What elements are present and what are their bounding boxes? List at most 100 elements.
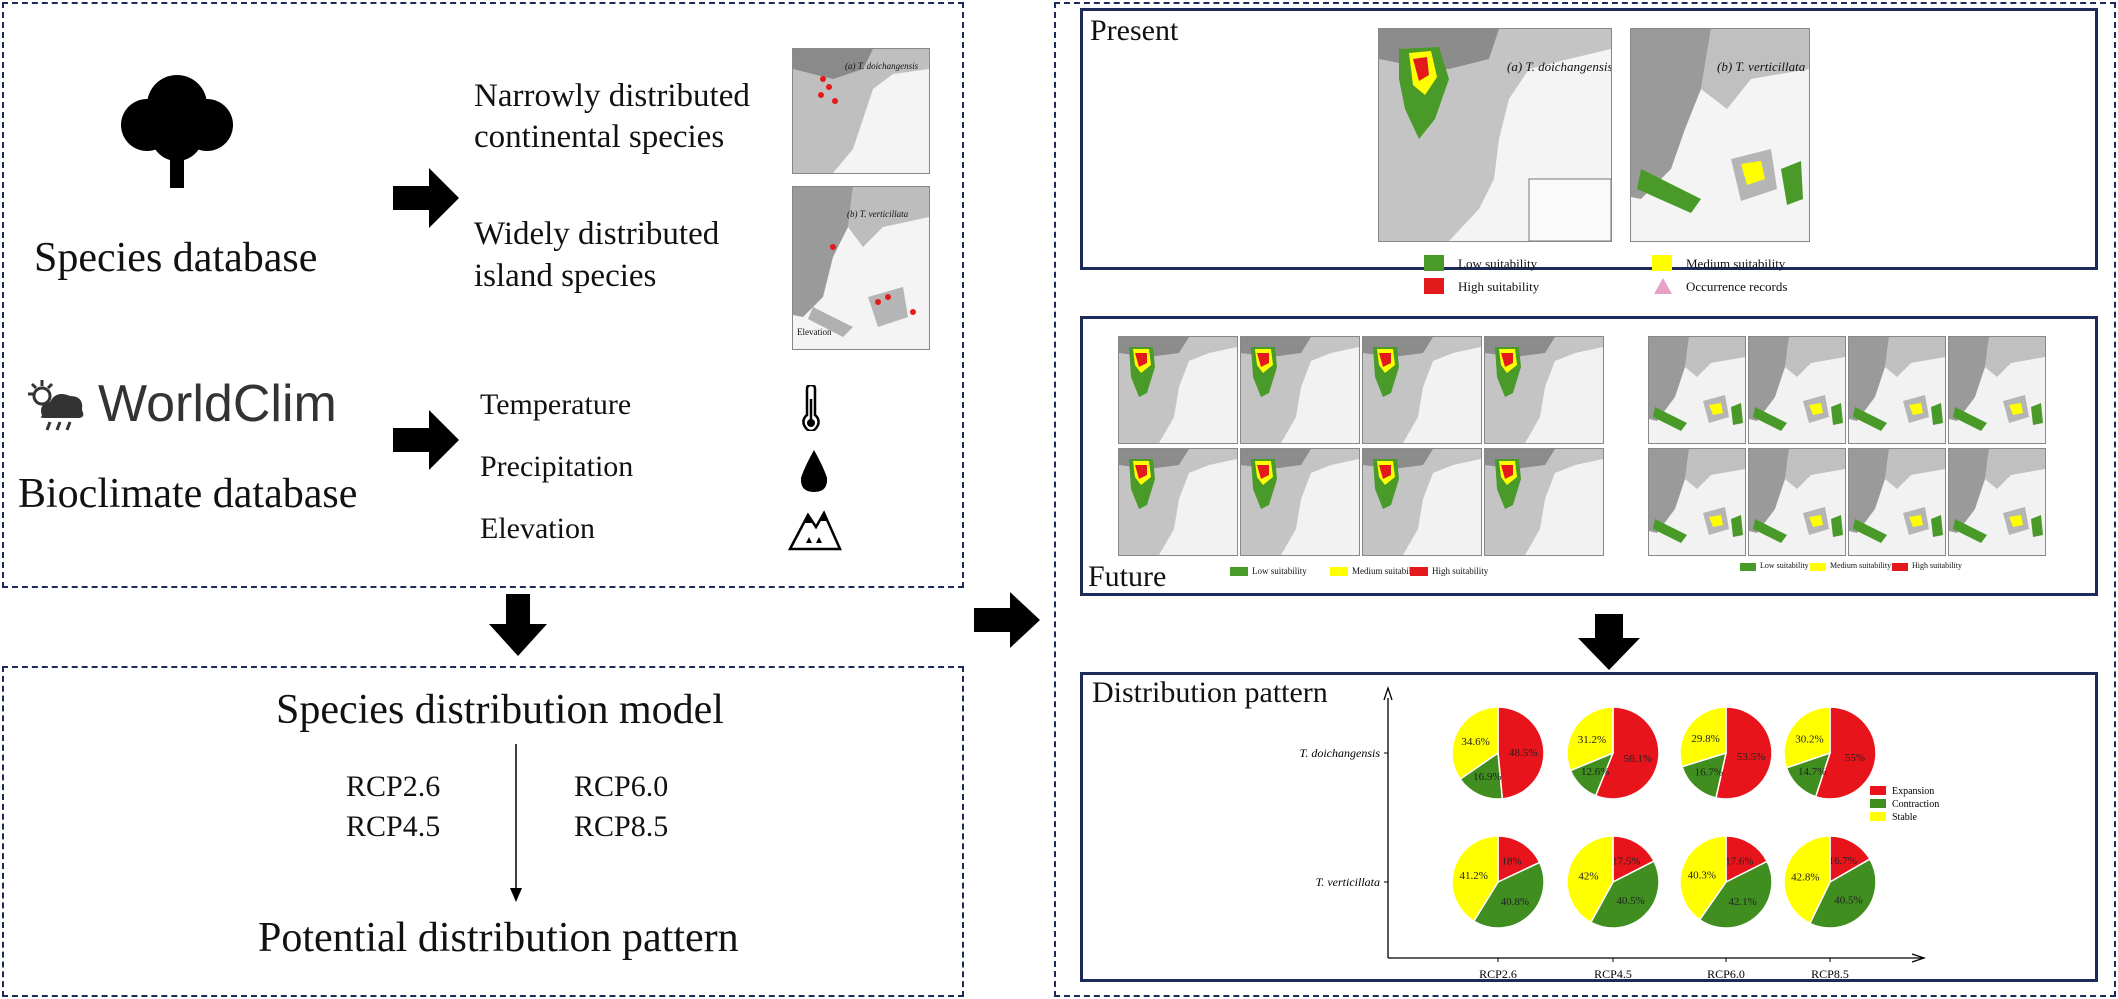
narrow-species-label-2: continental species [474,119,725,155]
future-map-thumbnail [1948,336,2046,444]
model-arrow-icon [510,744,522,902]
weather-icon [28,380,84,431]
data-sources-panel [2,2,964,588]
pie-slice-label: 18% [1501,856,1521,868]
pie-slice-label: 40.8% [1501,896,1529,908]
legend-swatch-high [1424,278,1444,294]
pie-slice-stable [1566,706,1614,772]
scenario-rcp60: RCP6.0 [574,770,669,803]
pie-slice-expansion [1725,835,1769,884]
map-a-caption: (a) T. doichangensis [845,61,919,71]
column-label: RCP6.0 [1707,967,1745,981]
pie-slice-stable [1679,835,1727,921]
results-panel [1054,2,2116,997]
future-map-thumbnail [1362,336,1482,444]
future-map-thumbnail [1240,336,1360,444]
pie-slice-label: 40.5% [1616,895,1644,907]
future-legend-swatch-low [1230,567,1248,576]
future-map-thumbnail [1848,448,1946,556]
tree-icon [121,75,233,188]
pie-slice-contraction [1472,861,1545,929]
future-legend-low-b: Low suitability [1760,561,1809,570]
pie-legend-label: Stable [1892,812,1918,823]
pie-slice-contraction [1459,751,1504,800]
future-legend-low: Low suitability [1252,566,1307,576]
narrow-species-label-1: Narrowly distributed [474,78,750,114]
column-label: RCP2.6 [1479,967,1517,981]
pie-slice-label: 42% [1578,871,1598,883]
map-thumbnail-b: (b) T. verticillata Elevation [792,186,930,350]
future-map-thumbnail [1118,448,1238,556]
pie-slice-label: 55% [1845,752,1865,764]
future-panel [1080,316,2098,596]
pie-slice-label: 16.7% [1695,767,1723,779]
pie-slice-label: 17.5% [1612,855,1640,867]
arrow-down-icon [489,594,547,656]
mountain-icon [788,510,842,551]
pie-slice-label: 30.2% [1795,733,1823,745]
pie-slice-label: 16.7% [1828,855,1856,867]
factor-elevation: Elevation [480,512,595,545]
future-legend-medium-b: Medium suitability [1830,561,1892,570]
x-axis-arrowhead [1911,953,1927,963]
model-panel [2,666,964,997]
future-map-thumbnail [1240,448,1360,556]
pie-slice-label: 56.1% [1624,753,1652,765]
species-database-label: Species database [34,235,318,281]
pie-slice-label: 42.1% [1728,896,1756,908]
row-label: T. doichangensis [1300,746,1381,760]
distribution-title: Distribution pattern [1092,676,1328,709]
scenario-rcp45: RCP4.5 [346,810,441,843]
y-axis-arrowhead [1383,685,1393,701]
present-map-b: (b) T. verticillata [1630,28,1810,242]
future-map-thumbnail [1948,448,2046,556]
pie-slice-label: 42.8% [1791,871,1819,883]
pie-slice-label: 17.6% [1725,855,1753,867]
present-map-b-caption: (b) T. verticillata [1717,59,1806,74]
pie-slice-label: 53.5% [1737,751,1765,763]
pie-slice-label: 31.2% [1578,734,1606,746]
legend-medium-suitability: Medium suitability [1686,256,1786,271]
future-legend-high-b: High suitability [1912,561,1962,570]
pie-slice-contraction [1589,860,1660,929]
future-legend-medium: Medium suitability [1352,566,1421,576]
pie-slice-expansion [1497,835,1541,884]
present-map-a: (a) T. doichangensis [1378,28,1612,242]
pie-slice-label: 48.5% [1509,747,1537,759]
future-legend-swatch-medium-b [1810,563,1826,571]
present-title: Present [1090,14,1179,47]
pie-slice-label: 40.5% [1834,894,1862,906]
pie-slice-stable [1451,706,1499,781]
pie-slice-expansion [1612,835,1655,884]
map-thumbnail-a: (a) T. doichangensis [792,48,930,174]
pie-legend-swatch [1870,786,1886,795]
pie-legend-swatch [1870,799,1886,808]
future-legend-swatch-low-b [1740,563,1756,571]
model-title: Species distribution model [276,687,724,733]
future-map-thumbnail [1748,336,1846,444]
pie-slice-contraction [1681,751,1728,799]
legend-low-suitability: Low suitability [1458,256,1538,271]
pie-slice-contraction [1698,860,1773,929]
future-map-thumbnail [1848,336,1946,444]
arrow-right-icon [393,410,459,470]
factor-precipitation: Precipitation [480,450,634,483]
map-b-caption: (b) T. verticillata [847,209,909,219]
scenario-rcp85: RCP8.5 [574,810,669,843]
pie-slice-label: 41.2% [1459,870,1487,882]
pie-slice-stable [1451,835,1499,923]
pie-slice-expansion [1497,706,1545,800]
worldclim-label: WorldClim [98,375,337,433]
pie-slice-stable [1783,835,1831,925]
future-map-thumbnail [1362,448,1482,556]
pie-slice-label: 14.7% [1798,766,1826,778]
arrow-right-icon [974,592,1040,648]
row-label: T. verticillata [1316,875,1380,889]
legend-high-suitability: High suitability [1458,279,1540,294]
pie-slice-expansion [1829,835,1871,884]
pie-slice-label: 16.9% [1473,771,1501,783]
future-title: Future [1088,560,1167,593]
legend-occurrence-records: Occurrence records [1686,279,1788,294]
pie-slice-expansion [1594,706,1660,800]
water-drop-icon [800,450,828,492]
